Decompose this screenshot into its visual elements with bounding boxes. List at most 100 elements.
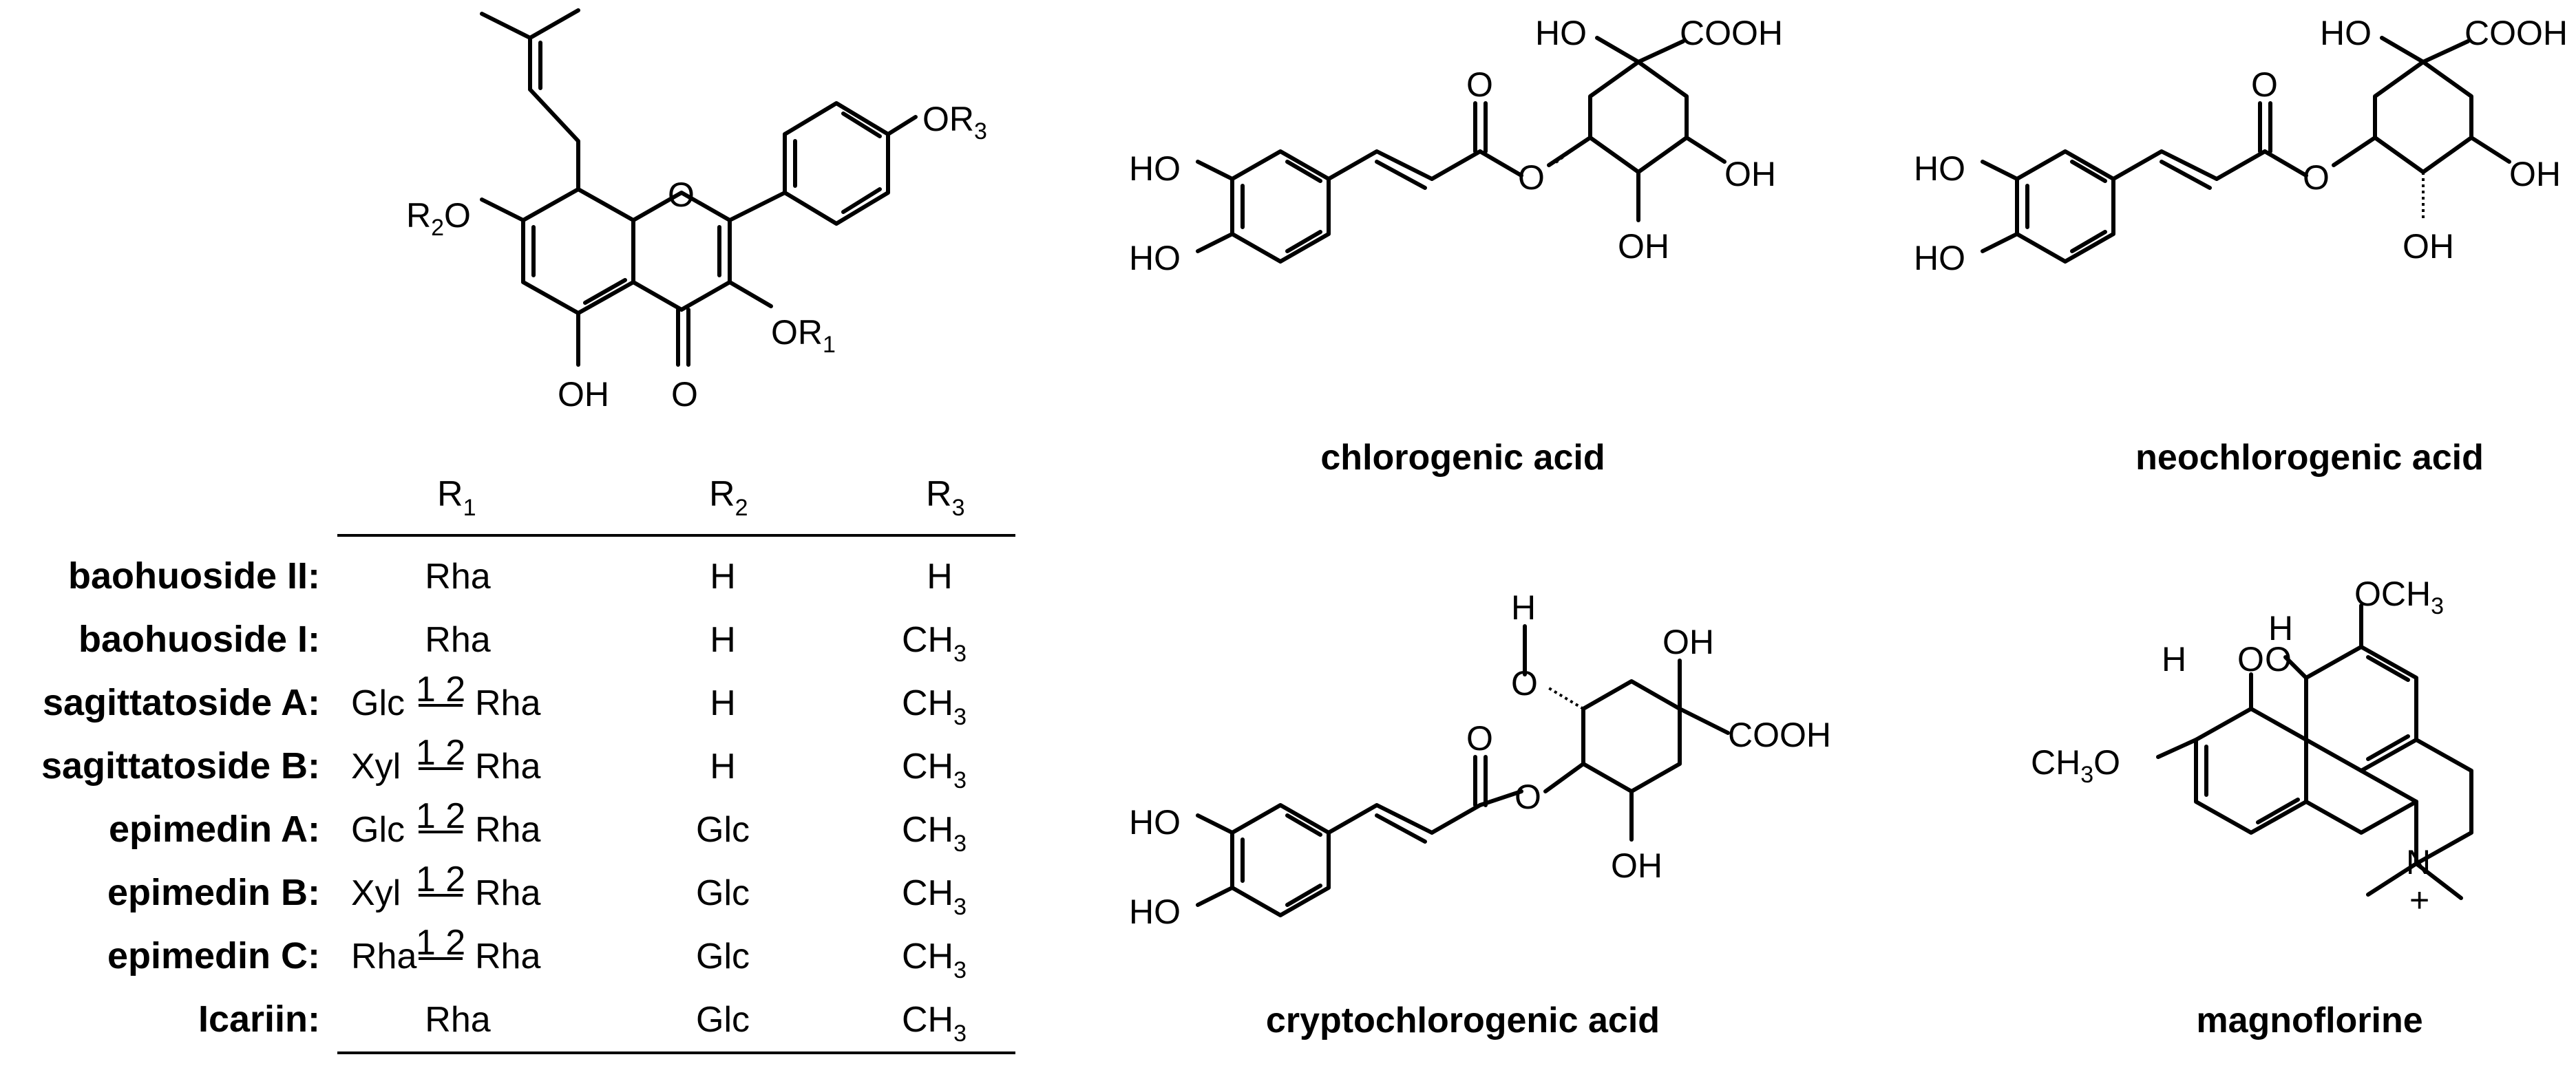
oh-bottom-label: OH <box>1611 846 1662 885</box>
r1-cell: Rha <box>425 620 490 660</box>
cooh-label: COOH <box>1728 716 1831 754</box>
compound-name: sagittatoside A: <box>43 682 320 723</box>
or3-label: OR3 <box>922 100 987 145</box>
carbonyl-o-label: O <box>1466 719 1493 758</box>
o-top-label: O <box>1511 664 1538 703</box>
r3-cell: CH3 <box>902 873 967 920</box>
carbonyl-o-label: O <box>2251 65 2278 104</box>
r2-cell: Glc <box>696 810 750 850</box>
ho-quinic-label: HO <box>1535 14 1587 52</box>
n-label: N <box>2406 843 2431 882</box>
oh-label: OH <box>558 375 609 414</box>
r3-cell: CH3 <box>902 620 967 667</box>
table-row: baohuoside I: Rha H CH3 <box>78 619 967 667</box>
r1-second-sugar: Rha <box>475 747 540 787</box>
ho-label-1: HO <box>1129 149 1181 188</box>
ho-label-2: HO <box>1914 239 1965 277</box>
header-r2: R2 <box>709 474 748 521</box>
oh-label-2: OH <box>1618 227 1669 266</box>
r2-cell: H <box>710 620 736 660</box>
oh-top-label: OH <box>1662 623 1714 661</box>
table-row: baohuoside II: Rha H H <box>68 555 953 597</box>
h2-label: H <box>2162 640 2186 679</box>
ho-label-2: HO <box>1129 893 1181 931</box>
r3-cell: CH3 <box>902 683 967 730</box>
r3-cell: CH3 <box>902 937 967 983</box>
or1-label: OR1 <box>771 313 836 358</box>
compound-name: baohuoside II: <box>68 555 320 597</box>
compound-name: Icariin: <box>198 998 320 1040</box>
r2-cell: H <box>710 557 736 597</box>
header-r3: R3 <box>926 474 964 521</box>
compound-name: epimedin A: <box>109 809 320 850</box>
ho-label-1: HO <box>1129 803 1181 842</box>
och3-label: OCH3 <box>2354 575 2444 619</box>
r3-cell: CH3 <box>902 810 967 857</box>
r3-cell: H <box>927 557 953 597</box>
h-label: H <box>1511 588 1536 627</box>
r1-second-sugar: Rha <box>475 937 540 976</box>
magnoflorine-structure: OCH3 H O H O CH3O N + magnoflorine <box>2031 575 2473 1040</box>
compound-name: sagittatoside B: <box>41 745 320 787</box>
r1-cell: Rha <box>351 937 416 976</box>
r2-cell: Glc <box>696 937 750 976</box>
ester-o-label: O <box>1514 778 1541 816</box>
compound-name: baohuoside I: <box>78 619 320 660</box>
neochlorogenic-acid-structure: HO HO O O HO COOH OH OH neochlorogenic a… <box>1914 14 2568 478</box>
glycosidic-link-label: 1 2 <box>416 670 465 709</box>
cooh-label: COOH <box>2464 14 2568 52</box>
glycosidic-link-label: 1 2 <box>416 733 465 773</box>
glycosidic-link-label: 1 2 <box>416 796 465 836</box>
ho-label-2: HO <box>1129 239 1181 277</box>
glycosidic-link-label: 1 2 <box>416 923 465 963</box>
flavonoid-structure: OR3 R2O O OR1 OH O <box>406 8 987 414</box>
glycosidic-link-label: 1 2 <box>416 859 465 899</box>
keto-oxygen-label: O <box>671 375 698 414</box>
r1-second-sugar: Rha <box>475 683 540 723</box>
r1-cell: Glc <box>351 683 405 723</box>
header-r1: R1 <box>437 474 476 521</box>
r2o-label: R2O <box>406 196 471 241</box>
oh-label-1: OH <box>2509 155 2561 193</box>
cooh-label: COOH <box>1680 14 1783 52</box>
o2-label: O <box>2237 640 2264 679</box>
cryptochlorogenic-acid-name: cryptochlorogenic acid <box>1266 1001 1660 1040</box>
neochlorogenic-acid-name: neochlorogenic acid <box>2135 438 2484 478</box>
r1-second-sugar: Rha <box>475 810 540 850</box>
r1-cell: Xyl <box>351 873 401 913</box>
carbonyl-o-label: O <box>1466 65 1493 104</box>
magnoflorine-name: magnoflorine <box>2196 1001 2422 1040</box>
chlorogenic-acid-name: chlorogenic acid <box>1320 438 1605 478</box>
compound-name: epimedin B: <box>107 872 320 913</box>
r2-cell: Glc <box>696 873 750 913</box>
ring-oxygen-label: O <box>668 175 695 214</box>
ester-o-label: O <box>2303 158 2330 197</box>
r3-cell: CH3 <box>902 747 967 793</box>
compound-name: epimedin C: <box>107 935 320 976</box>
table-row: sagittatoside A: Glc 1 2 Rha H CH3 <box>43 670 967 730</box>
r1-cell: Glc <box>351 810 405 850</box>
ch3o-label: CH3O <box>2031 743 2120 788</box>
r1-second-sugar: Rha <box>475 873 540 913</box>
r1-cell: Xyl <box>351 747 401 787</box>
r2-cell: H <box>710 683 736 723</box>
oh-label-1: OH <box>1724 155 1776 193</box>
r3-cell: CH3 <box>902 1000 967 1047</box>
ho-label-1: HO <box>1914 149 1965 188</box>
r1-cell: Rha <box>425 557 490 597</box>
oh-label-2: OH <box>2403 227 2454 266</box>
chlorogenic-acid-structure: HO HO O O HO COOH OH OH chlorogenic acid <box>1129 14 1783 478</box>
h1-label: H <box>2268 609 2293 648</box>
plus-label: + <box>2409 881 2429 919</box>
r1-cell: Rha <box>425 1000 490 1040</box>
ester-o-label: O <box>1518 158 1545 197</box>
cryptochlorogenic-acid-structure: HO HO O O H O OH COOH OH cryptochlorogen… <box>1129 588 1831 1040</box>
